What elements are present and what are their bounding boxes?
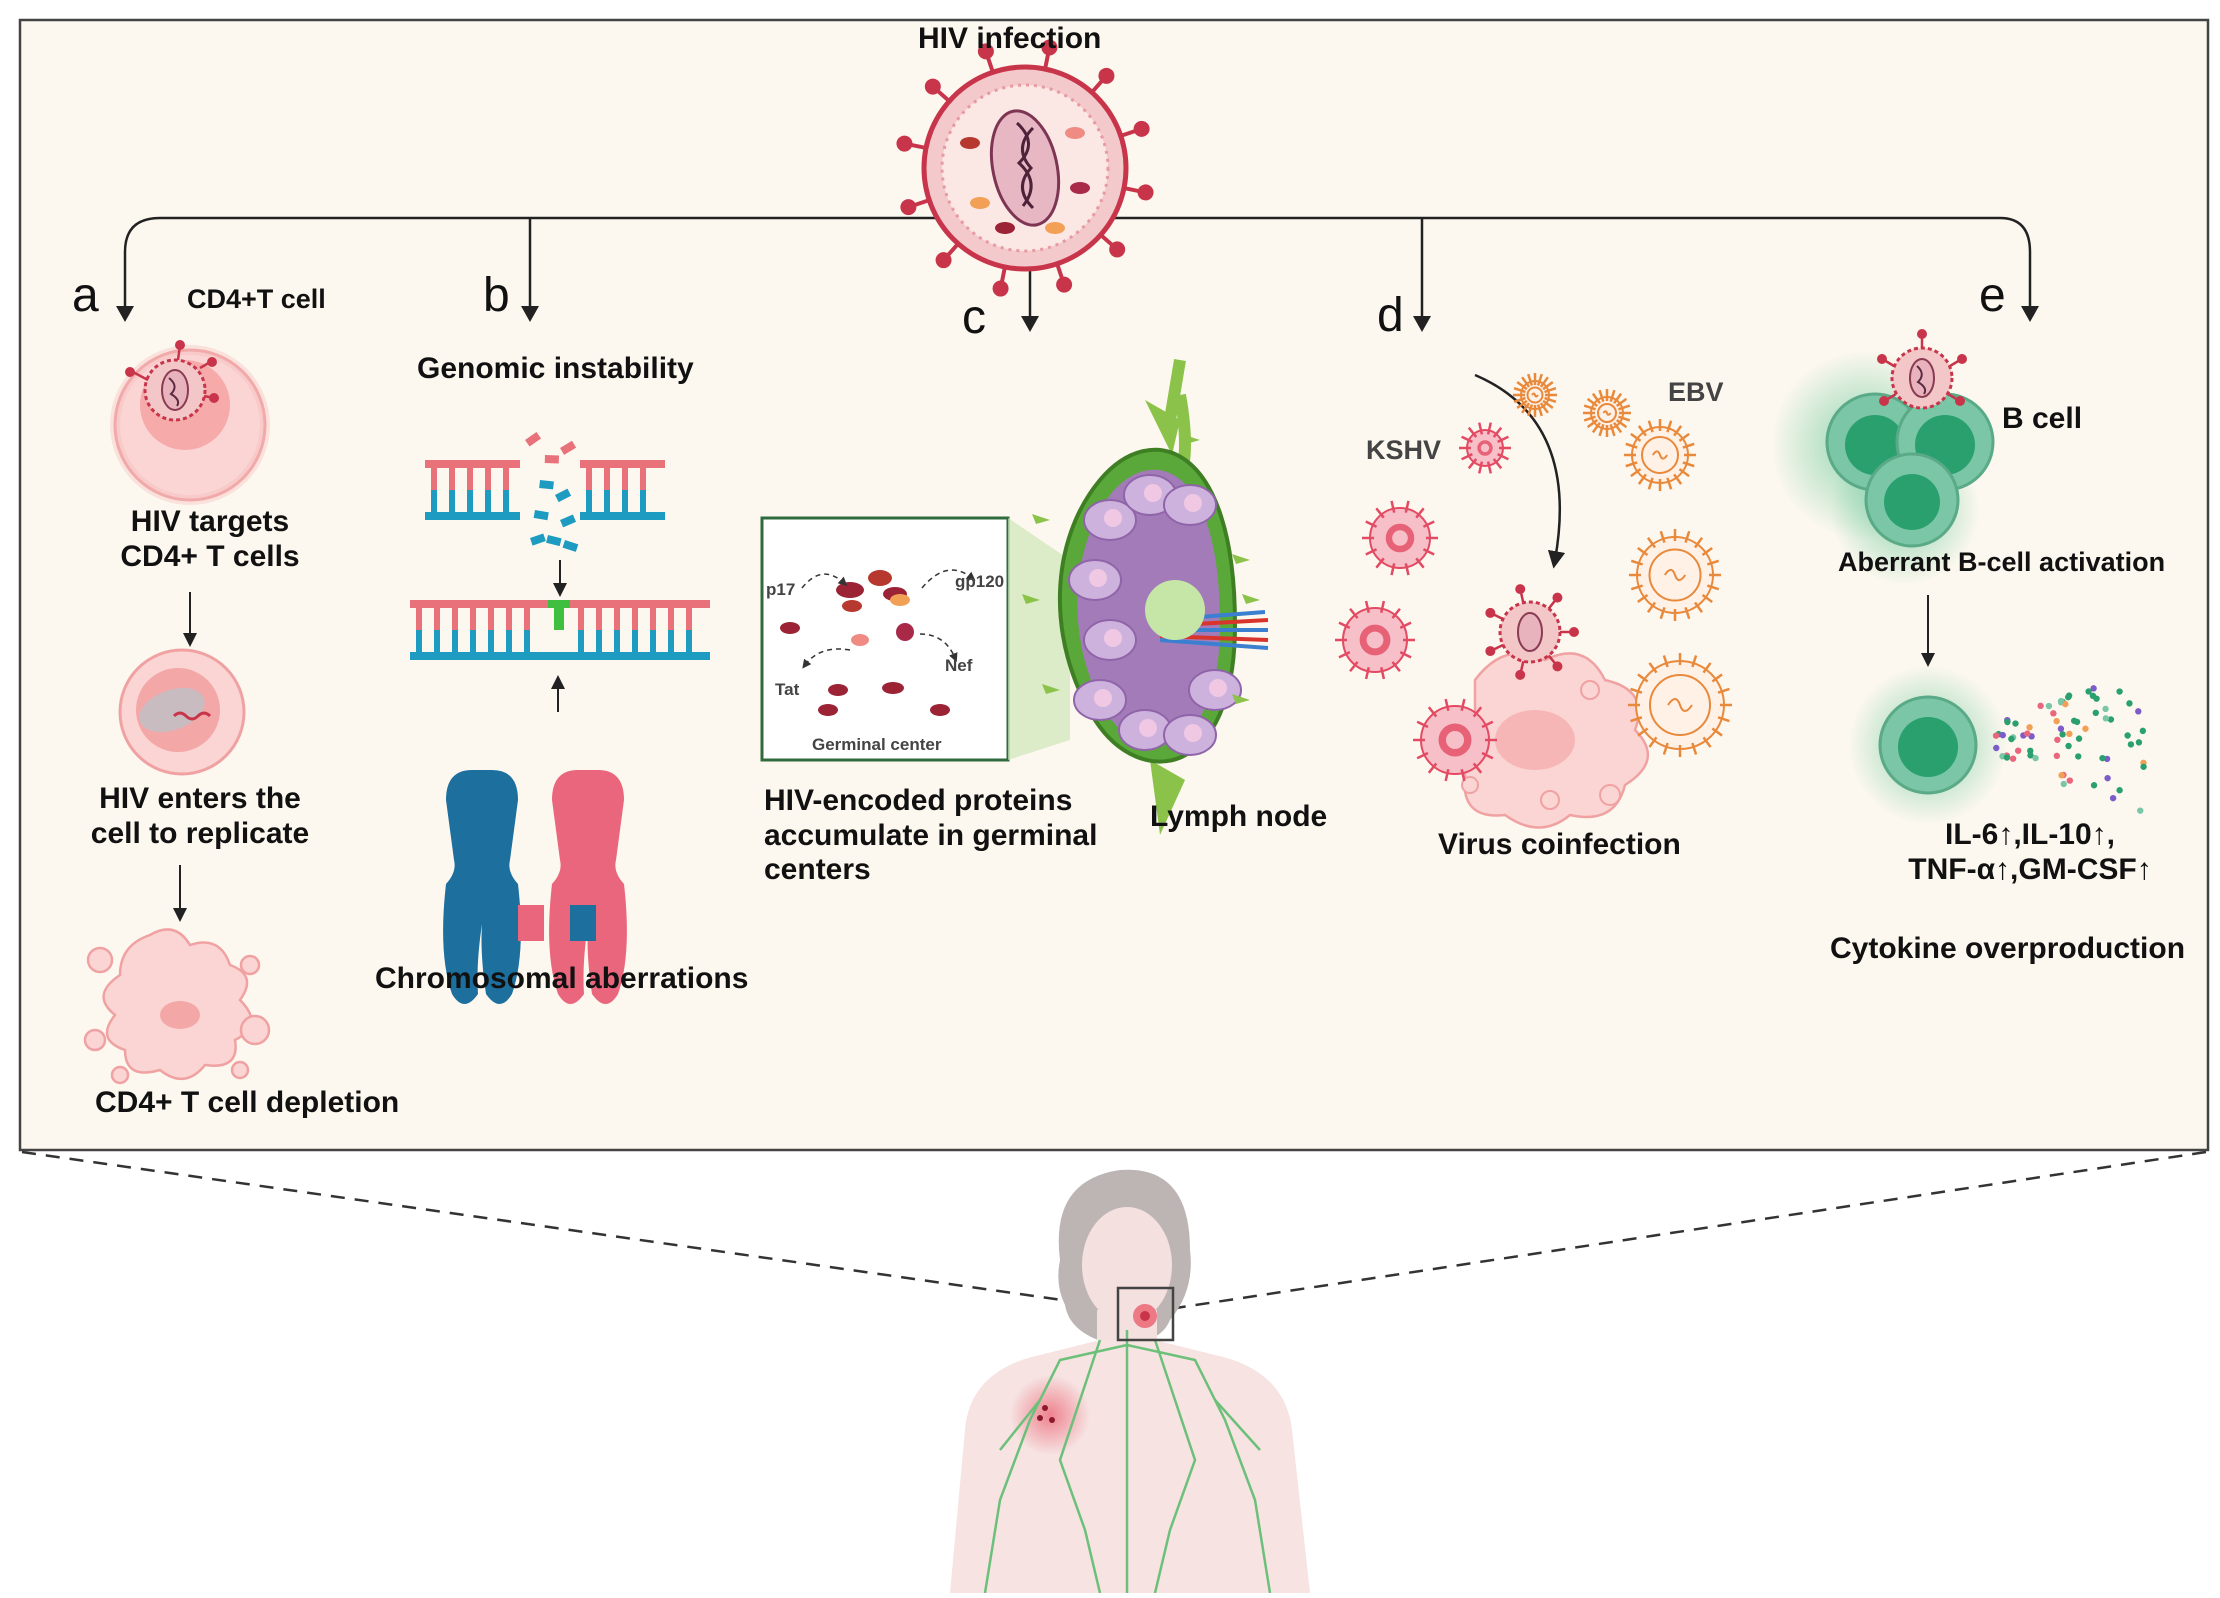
arrow-head-e <box>2021 306 2039 322</box>
lymph-node-icon <box>1022 359 1269 835</box>
hiv-enters-label: HIV enters the cell to replicate <box>70 782 330 851</box>
aberrant-activation-label: Aberrant B-cell activation <box>1838 547 2166 577</box>
coinfection-viruses <box>1335 373 1732 829</box>
human-body-icon <box>950 1169 1310 1594</box>
kshv-label: KSHV <box>1366 435 1442 465</box>
inset-zoom-wedge <box>1008 518 1070 760</box>
panel-letter-b: b <box>483 269 510 322</box>
panel-letter-e: e <box>1979 269 2006 322</box>
b-cell-cluster-icon <box>1770 329 1995 585</box>
zoom-line-left <box>21 1150 1119 1310</box>
cell-depletion-icon <box>83 928 271 1085</box>
inset-label-p17: p17 <box>766 580 796 599</box>
infected-cell-icon <box>118 648 246 776</box>
hiv-virion-icon <box>896 39 1154 297</box>
inset-label-germinal-center: Germinal center <box>812 735 942 754</box>
chromosomal-aberrations-label: Chromosomal aberrations <box>375 962 749 995</box>
cd4-depletion-label: CD4+ T cell depletion <box>95 1086 400 1119</box>
genomic-instability-label: Genomic instability <box>417 352 694 385</box>
arrow-head-a <box>116 306 134 322</box>
germinal-center-inset <box>760 516 1010 762</box>
chromosome-blue-segment <box>518 905 544 941</box>
cytokine-dots <box>1992 685 2147 814</box>
cytokine-list: IL-6↑,IL-10↑, TNF-α↑,GM-CSF↑ <box>1880 818 2180 887</box>
zoom-line-right <box>1175 1150 2207 1310</box>
inset-label-gp120: gp120 <box>955 572 1005 591</box>
virus-coinfection-label: Virus coinfection <box>1438 828 1681 861</box>
panel-letter-d: d <box>1377 289 1404 342</box>
cytokine-overproduction-label: Cytokine overproduction <box>1830 932 2186 965</box>
repaired-dna-icon <box>410 600 710 660</box>
hiv-targets-label: HIV targets CD4+ T cells <box>90 505 330 574</box>
ebv-label: EBV <box>1668 377 1724 407</box>
small-hiv-icon <box>143 358 207 422</box>
chromosome-blue <box>443 770 521 1004</box>
cytokine-line1: IL-6↑,IL-10↑, <box>1944 818 2116 851</box>
panel-letter-c: c <box>962 291 986 344</box>
hiv-targets-line1: HIV targets <box>130 505 290 538</box>
chromosome-icons <box>443 770 627 1004</box>
arrow-d <box>1474 373 1566 569</box>
panel-letter-a: a <box>72 269 99 322</box>
cd4-cell-icon <box>110 340 270 505</box>
hiv-proteins-caption: HIV-encoded proteins accumulate in germi… <box>764 784 1097 888</box>
arrow-head-d <box>1413 316 1431 332</box>
lymph-node-label: Lymph node <box>1150 800 1328 833</box>
cytokine-line2: TNF-α↑,GM-CSF↑ <box>1908 852 2152 886</box>
b-cell-label: B cell <box>2002 402 2083 435</box>
inset-label-tat: Tat <box>775 680 800 699</box>
arrow-head-c <box>1021 316 1039 332</box>
hiv-enters-line2: cell to replicate <box>90 816 310 850</box>
b-cell-hiv-icon <box>1877 329 1967 410</box>
figure-title: HIV infection <box>918 22 1102 55</box>
cd4-cell-label: CD4+T cell <box>187 284 326 314</box>
hiv-enters-line1: HIV enters the <box>99 782 301 815</box>
broken-dna-icon <box>425 431 665 552</box>
chromosome-red <box>549 770 627 1004</box>
hiv-proteins-line1: HIV-encoded proteins <box>764 784 1073 817</box>
chromosome-red-segment <box>570 905 596 941</box>
hiv-targets-line2: CD4+ T cells <box>120 539 300 573</box>
arrow-head-b <box>521 306 539 322</box>
protein-markers <box>780 570 950 716</box>
hiv-proteins-line3: centers <box>764 853 871 886</box>
inset-label-nef: Nef <box>945 656 973 675</box>
hiv-proteins-line2: accumulate in germinal <box>764 818 1098 852</box>
activated-b-cell-icon <box>1848 665 2008 825</box>
